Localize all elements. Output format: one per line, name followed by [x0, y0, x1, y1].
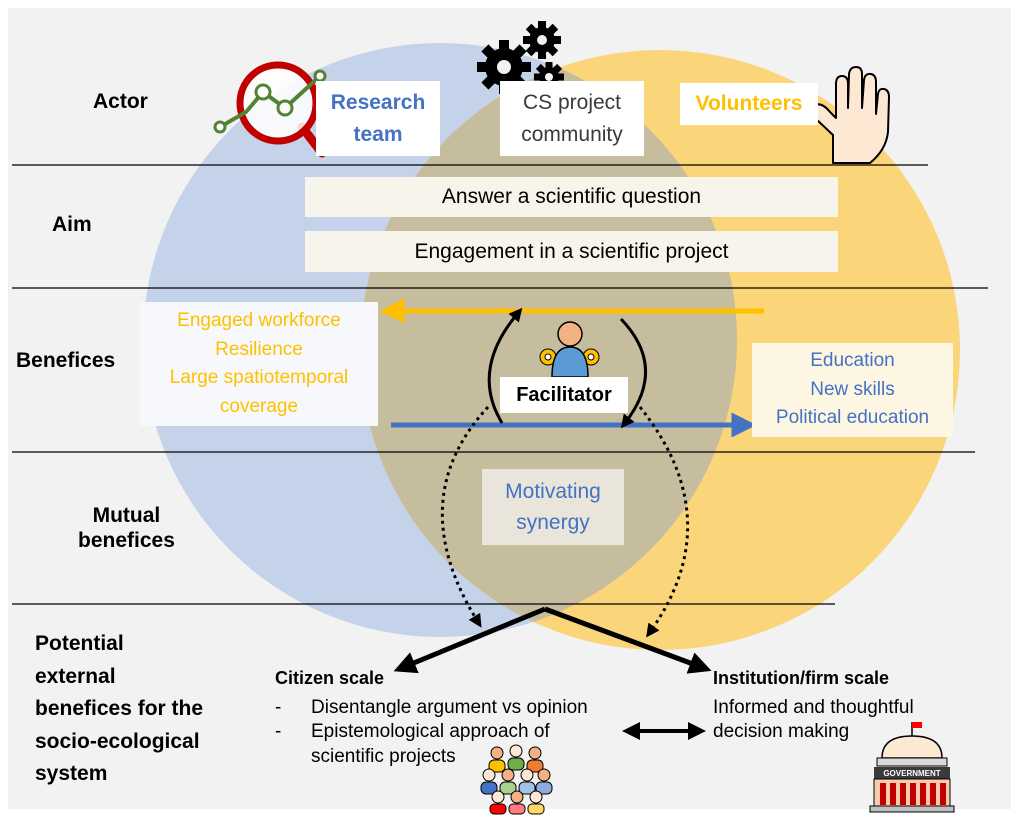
- row-label-external-line: system: [35, 762, 108, 786]
- benefice-item: Political education: [775, 407, 930, 429]
- motivating-synergy-line: synergy: [516, 511, 590, 534]
- row-label-external-benefices: Potential external benefices for the soc…: [35, 628, 203, 791]
- facilitator-arrow-right: [619, 317, 647, 429]
- facilitator-label: Facilitator: [500, 377, 628, 413]
- aim-engagement: Engagement in a scientific project: [305, 231, 838, 272]
- research-team-benefices: Engaged workforce Resilience Large spati…: [140, 302, 378, 426]
- community-line: community: [521, 122, 623, 146]
- citizen-scale-item: - Disentangle argument vs opinion: [275, 696, 635, 720]
- government-building-icon: GOVERNMENT: [869, 722, 955, 813]
- row-label-benefices: Benefices: [16, 349, 116, 372]
- benefice-item: Engaged workforce: [177, 310, 341, 331]
- row-label-external-line: external: [35, 664, 116, 688]
- row-label-mutual-line: Mutual: [92, 504, 161, 527]
- dotted-arrow-citizen: [441, 405, 490, 628]
- benefice-item: Large spatiotemporal: [169, 367, 349, 388]
- row-label-mutual-line: benefices: [78, 529, 175, 553]
- row-label-external-line: Potential: [35, 632, 124, 655]
- arrow-to-citizen-scale: [393, 606, 546, 674]
- government-sign-label: GOVERNMENT: [883, 769, 940, 778]
- citizen-item-text: Disentangle argument vs opinion: [311, 697, 588, 718]
- gears-icon: [477, 21, 564, 94]
- aim-answer-question: Answer a scientific question: [305, 177, 838, 217]
- benefice-item: New skills: [810, 378, 895, 400]
- citizen-item-line: scientific projects: [311, 745, 456, 767]
- row-label-external-line: benefices for the: [35, 697, 204, 721]
- raised-hand-icon: [810, 66, 890, 164]
- citizen-item-text: Epistemological approach of scientific p…: [311, 720, 550, 769]
- motivating-synergy-line: Motivating: [505, 479, 601, 503]
- benefice-item: Resilience: [215, 338, 303, 360]
- dotted-arrow-institution: [638, 406, 690, 638]
- benefice-item: coverage: [219, 395, 299, 417]
- citizen-item-line: Epistemological approach of: [311, 721, 550, 743]
- bullet-dash: -: [275, 721, 282, 743]
- volunteers-benefices: Education New skills Political education: [752, 343, 953, 437]
- arrow-to-institution-scale: [544, 606, 712, 674]
- institution-scale-text: Informed and thoughtful decision making: [713, 696, 914, 745]
- institution-line: decision making: [713, 721, 850, 743]
- research-team-label: Research team: [316, 81, 440, 156]
- volunteers-label: Volunteers: [680, 83, 818, 125]
- institution-line: Informed and thoughtful: [713, 697, 914, 718]
- bullet-dash: -: [275, 697, 282, 718]
- citizen-scale-list: - Disentangle argument vs opinion - Epis…: [275, 696, 635, 769]
- institution-scale-title: Institution/firm scale: [713, 668, 890, 688]
- citizen-scale-title: Citizen scale: [275, 668, 385, 688]
- research-team-line: Research: [330, 91, 426, 114]
- facilitator-person-icon: [539, 321, 600, 378]
- row-label-aim: Aim: [52, 213, 92, 236]
- community-line: CS project: [522, 91, 622, 114]
- row-label-mutual-benefices: Mutual benefices: [78, 503, 175, 553]
- people-group-icon: [480, 744, 553, 815]
- row-label-actor: Actor: [93, 90, 148, 113]
- motivating-synergy-box: Motivating synergy: [482, 469, 624, 545]
- cs-project-community-label: CS project community: [500, 81, 644, 156]
- benefice-item: Education: [810, 350, 895, 372]
- citizen-scale-item: - Epistemological approach of scientific…: [275, 720, 635, 769]
- facilitator-arrow-left: [487, 307, 523, 424]
- row-label-external-line: socio-ecological: [35, 729, 200, 753]
- research-team-line: team: [353, 122, 403, 146]
